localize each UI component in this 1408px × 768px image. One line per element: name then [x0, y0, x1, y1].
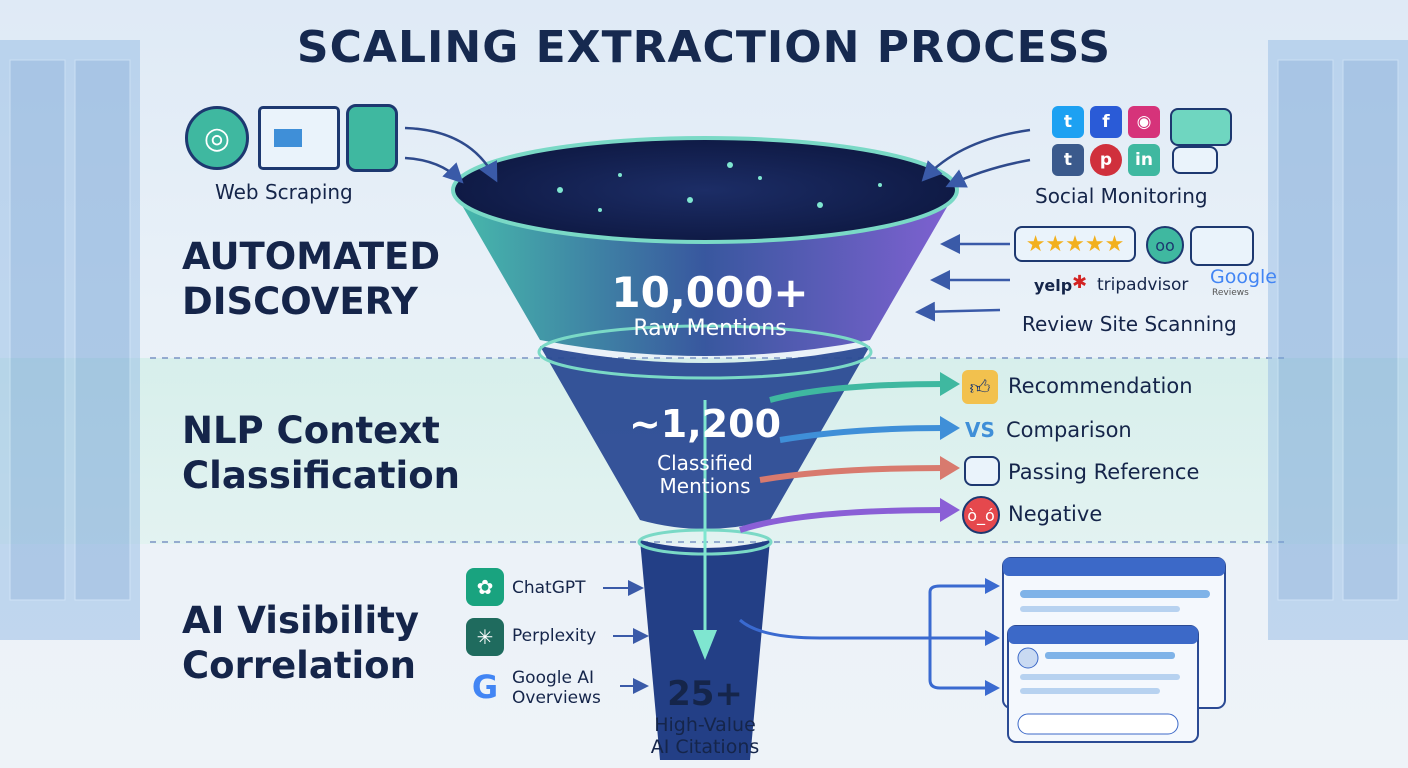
classified-mentions-label: Classified Mentions: [657, 451, 753, 498]
chat-bubble-icon: [1170, 108, 1232, 146]
google-logo: Google: [1210, 266, 1278, 288]
tumblr-icon: t: [1052, 144, 1084, 176]
flickr-icon: in: [1128, 144, 1160, 176]
context-comparison: Comparison: [1006, 418, 1132, 442]
google-reviews-label: Reviews: [1212, 288, 1249, 298]
perplexity-icon: ✳: [466, 618, 504, 656]
instagram-icon: ◉: [1128, 106, 1160, 138]
ai-source-google-ai-overviews: Google AI Overviews: [512, 668, 601, 708]
stage-automated-discovery: AUTOMATED DISCOVERY: [182, 235, 441, 323]
facebook-icon: f: [1090, 106, 1122, 138]
chatgpt-icon: ✿: [466, 568, 504, 606]
pinterest-icon: p: [1090, 144, 1122, 176]
tripadvisor-logo: tripadvisor: [1097, 275, 1189, 295]
context-negative: Negative: [1008, 502, 1103, 526]
ai-citations-label: High-Value AI Citations: [650, 714, 760, 758]
twitter-icon: t: [1052, 106, 1084, 138]
yelp-logo: yelp: [1034, 276, 1073, 295]
stage-nlp-classification: NLP Context Classification: [182, 409, 460, 497]
web-scraping-label: Web Scraping: [215, 180, 353, 204]
angry-face-icon: ò_ó: [962, 496, 1000, 534]
versus-icon: VS: [965, 418, 995, 442]
raw-mentions-label: Raw Mentions: [633, 316, 787, 341]
ai-source-perplexity: Perplexity: [512, 626, 597, 646]
webpage-icon: [258, 106, 340, 170]
globe-icon: ◎: [185, 106, 249, 170]
tripadvisor-owl-icon: oo: [1146, 226, 1184, 264]
page-title: SCALING EXTRACTION PROCESS: [296, 22, 1112, 73]
review-bubble-icon: [1190, 226, 1254, 266]
comment-icon: [964, 456, 1000, 486]
context-passing-reference: Passing Reference: [1008, 460, 1200, 484]
database-icon: [346, 104, 398, 172]
chat-bubble-icon: [1172, 146, 1218, 174]
stage-ai-visibility: AI Visibility Correlation: [182, 599, 419, 687]
raw-mentions-count: 10,000+: [611, 268, 809, 317]
ai-source-chatgpt: ChatGPT: [512, 578, 586, 598]
social-monitoring-label: Social Monitoring: [1035, 184, 1208, 208]
star-rating-icon: ★★★★★: [1014, 226, 1136, 262]
ai-citations-count: 25+: [667, 674, 743, 714]
context-recommendation: Recommendation: [1008, 374, 1193, 398]
thumbs-up-icon: 👍︎: [962, 370, 998, 404]
google-g-icon: G: [471, 668, 499, 706]
yelp-burst-icon: ✱: [1072, 272, 1088, 293]
classified-mentions-count: ~1,200: [628, 402, 782, 446]
review-site-scanning-label: Review Site Scanning: [1022, 312, 1237, 336]
